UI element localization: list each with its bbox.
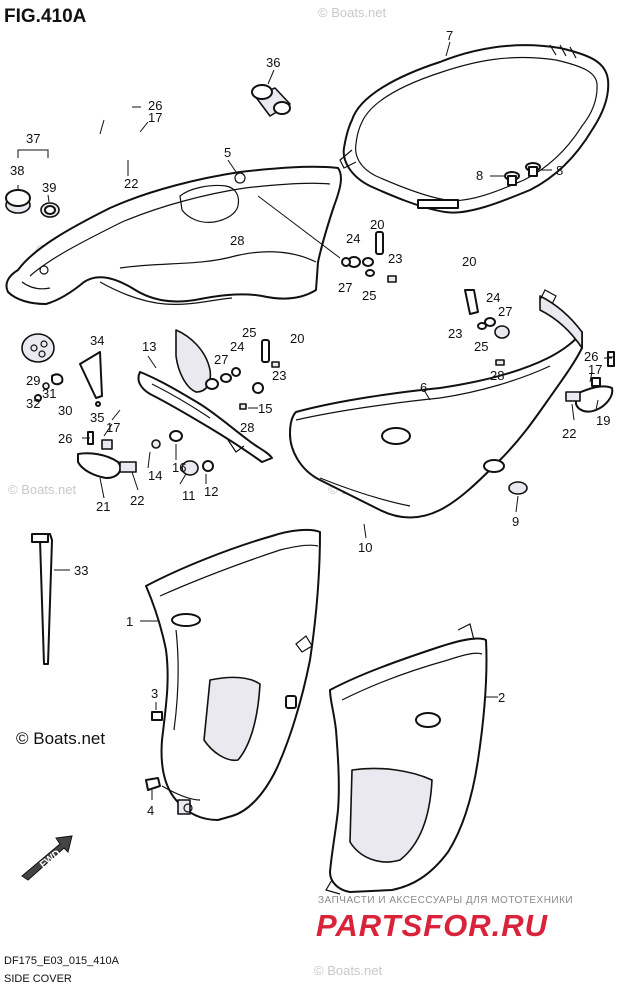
callout-6: 6 (420, 380, 427, 395)
callout-24: 24 (346, 231, 360, 246)
section-name: SIDE COVER (4, 973, 72, 985)
callout-22: 22 (562, 426, 576, 441)
callout-25: 25 (242, 325, 256, 340)
callout-10: 10 (358, 540, 372, 555)
watermark-text: © Boats.net (8, 482, 77, 497)
callout-28: 28 (230, 233, 244, 248)
callout-12: 12 (204, 484, 218, 499)
callout-7: 7 (446, 28, 453, 43)
callout-32: 32 (26, 396, 40, 411)
rear-lower-cover-part-2 (325, 623, 498, 895)
callout-26: 26 (58, 431, 72, 446)
callout-leaders (82, 41, 614, 622)
callout-9: 9 (512, 514, 519, 529)
fwd-direction-arrow: FWD (21, 835, 73, 881)
brand-tagline: ЗАПЧАСТИ И АКСЕССУАРЫ ДЛЯ МОТОТЕХНИКИ (318, 895, 573, 906)
part-callouts: 1 2 3 4 5 6 7 8 8 9 10 11 12 13 14 15 16… (10, 28, 610, 818)
callout-23: 23 (388, 251, 402, 266)
callout-4: 4 (147, 803, 154, 818)
callout-27: 27 (338, 280, 352, 295)
callout-15: 15 (258, 401, 272, 416)
callout-37: 37 (26, 131, 40, 146)
model-code: DF175_E03_015_410A (4, 955, 120, 967)
brand-logo-text: PARTSFOR.RU (316, 908, 549, 943)
callout-17: 17 (588, 362, 602, 377)
callout-30: 30 (58, 403, 72, 418)
callout-22: 22 (130, 493, 144, 508)
watermark-text: © Boats.net (318, 5, 387, 20)
callout-2: 2 (498, 690, 505, 705)
front-lower-cover-part-1 (145, 528, 321, 821)
callout-28: 28 (240, 420, 254, 435)
callout-35: 35 (90, 410, 104, 425)
callout-39: 39 (42, 180, 56, 195)
callout-17: 17 (148, 110, 162, 125)
callout-20: 20 (462, 254, 476, 269)
callout-25: 25 (362, 288, 376, 303)
grommet-part-8 (490, 162, 552, 186)
callout-1: 1 (126, 614, 133, 629)
callout-31: 31 (42, 386, 56, 401)
brand-footer: ЗАПЧАСТИ И АКСЕССУАРЫ ДЛЯ МОТОТЕХНИКИ PA… (316, 895, 573, 943)
callout-19: 19 (596, 413, 610, 428)
bracket-hardware-upper-right (257, 195, 397, 283)
callout-5: 5 (224, 145, 231, 160)
callout-24: 24 (486, 290, 500, 305)
cable-tie-part-33 (31, 533, 70, 665)
seal-ring-part-7 (339, 44, 610, 214)
callout-27: 27 (498, 304, 512, 319)
callout-11: 11 (182, 488, 196, 503)
callout-8: 8 (476, 168, 483, 183)
callout-33: 33 (74, 563, 88, 578)
hardware-lower-right (464, 289, 615, 413)
upper-side-cover-part-5 (5, 165, 342, 305)
mount-bracket-part-13 (137, 329, 280, 463)
callout-26: 26 (584, 349, 598, 364)
callout-36: 36 (266, 55, 280, 70)
callout-13: 13 (142, 339, 156, 354)
callout-14: 14 (148, 468, 162, 483)
callout-29: 29 (26, 373, 40, 388)
hardware-lower-left (21, 333, 214, 479)
callout-28: 28 (490, 368, 504, 383)
callout-27: 27 (214, 352, 228, 367)
bolt-parts-3-4 (145, 702, 163, 800)
callout-26: 26 (148, 98, 162, 113)
callout-3: 3 (151, 686, 158, 701)
callout-25: 25 (474, 339, 488, 354)
callout-22: 22 (124, 176, 138, 191)
callout-8: 8 (556, 163, 563, 178)
callout-21: 21 (96, 499, 110, 514)
boats-net-copyright: © Boats.net (16, 729, 105, 748)
callout-23: 23 (448, 326, 462, 341)
bushing-part-36 (251, 69, 291, 117)
watermark-text: © Boats.net (314, 963, 383, 978)
callout-17: 17 (106, 420, 120, 435)
lower-side-cover-part-6 (289, 289, 583, 519)
callout-38: 38 (10, 163, 24, 178)
callout-20: 20 (290, 331, 304, 346)
callout-20: 20 (370, 217, 384, 232)
figure-title: FIG.410A (4, 6, 87, 27)
callout-24: 24 (230, 339, 244, 354)
callout-16: 16 (172, 460, 186, 475)
callout-34: 34 (90, 333, 104, 348)
grommet-set-37 (5, 149, 60, 218)
callout-23: 23 (272, 368, 286, 383)
